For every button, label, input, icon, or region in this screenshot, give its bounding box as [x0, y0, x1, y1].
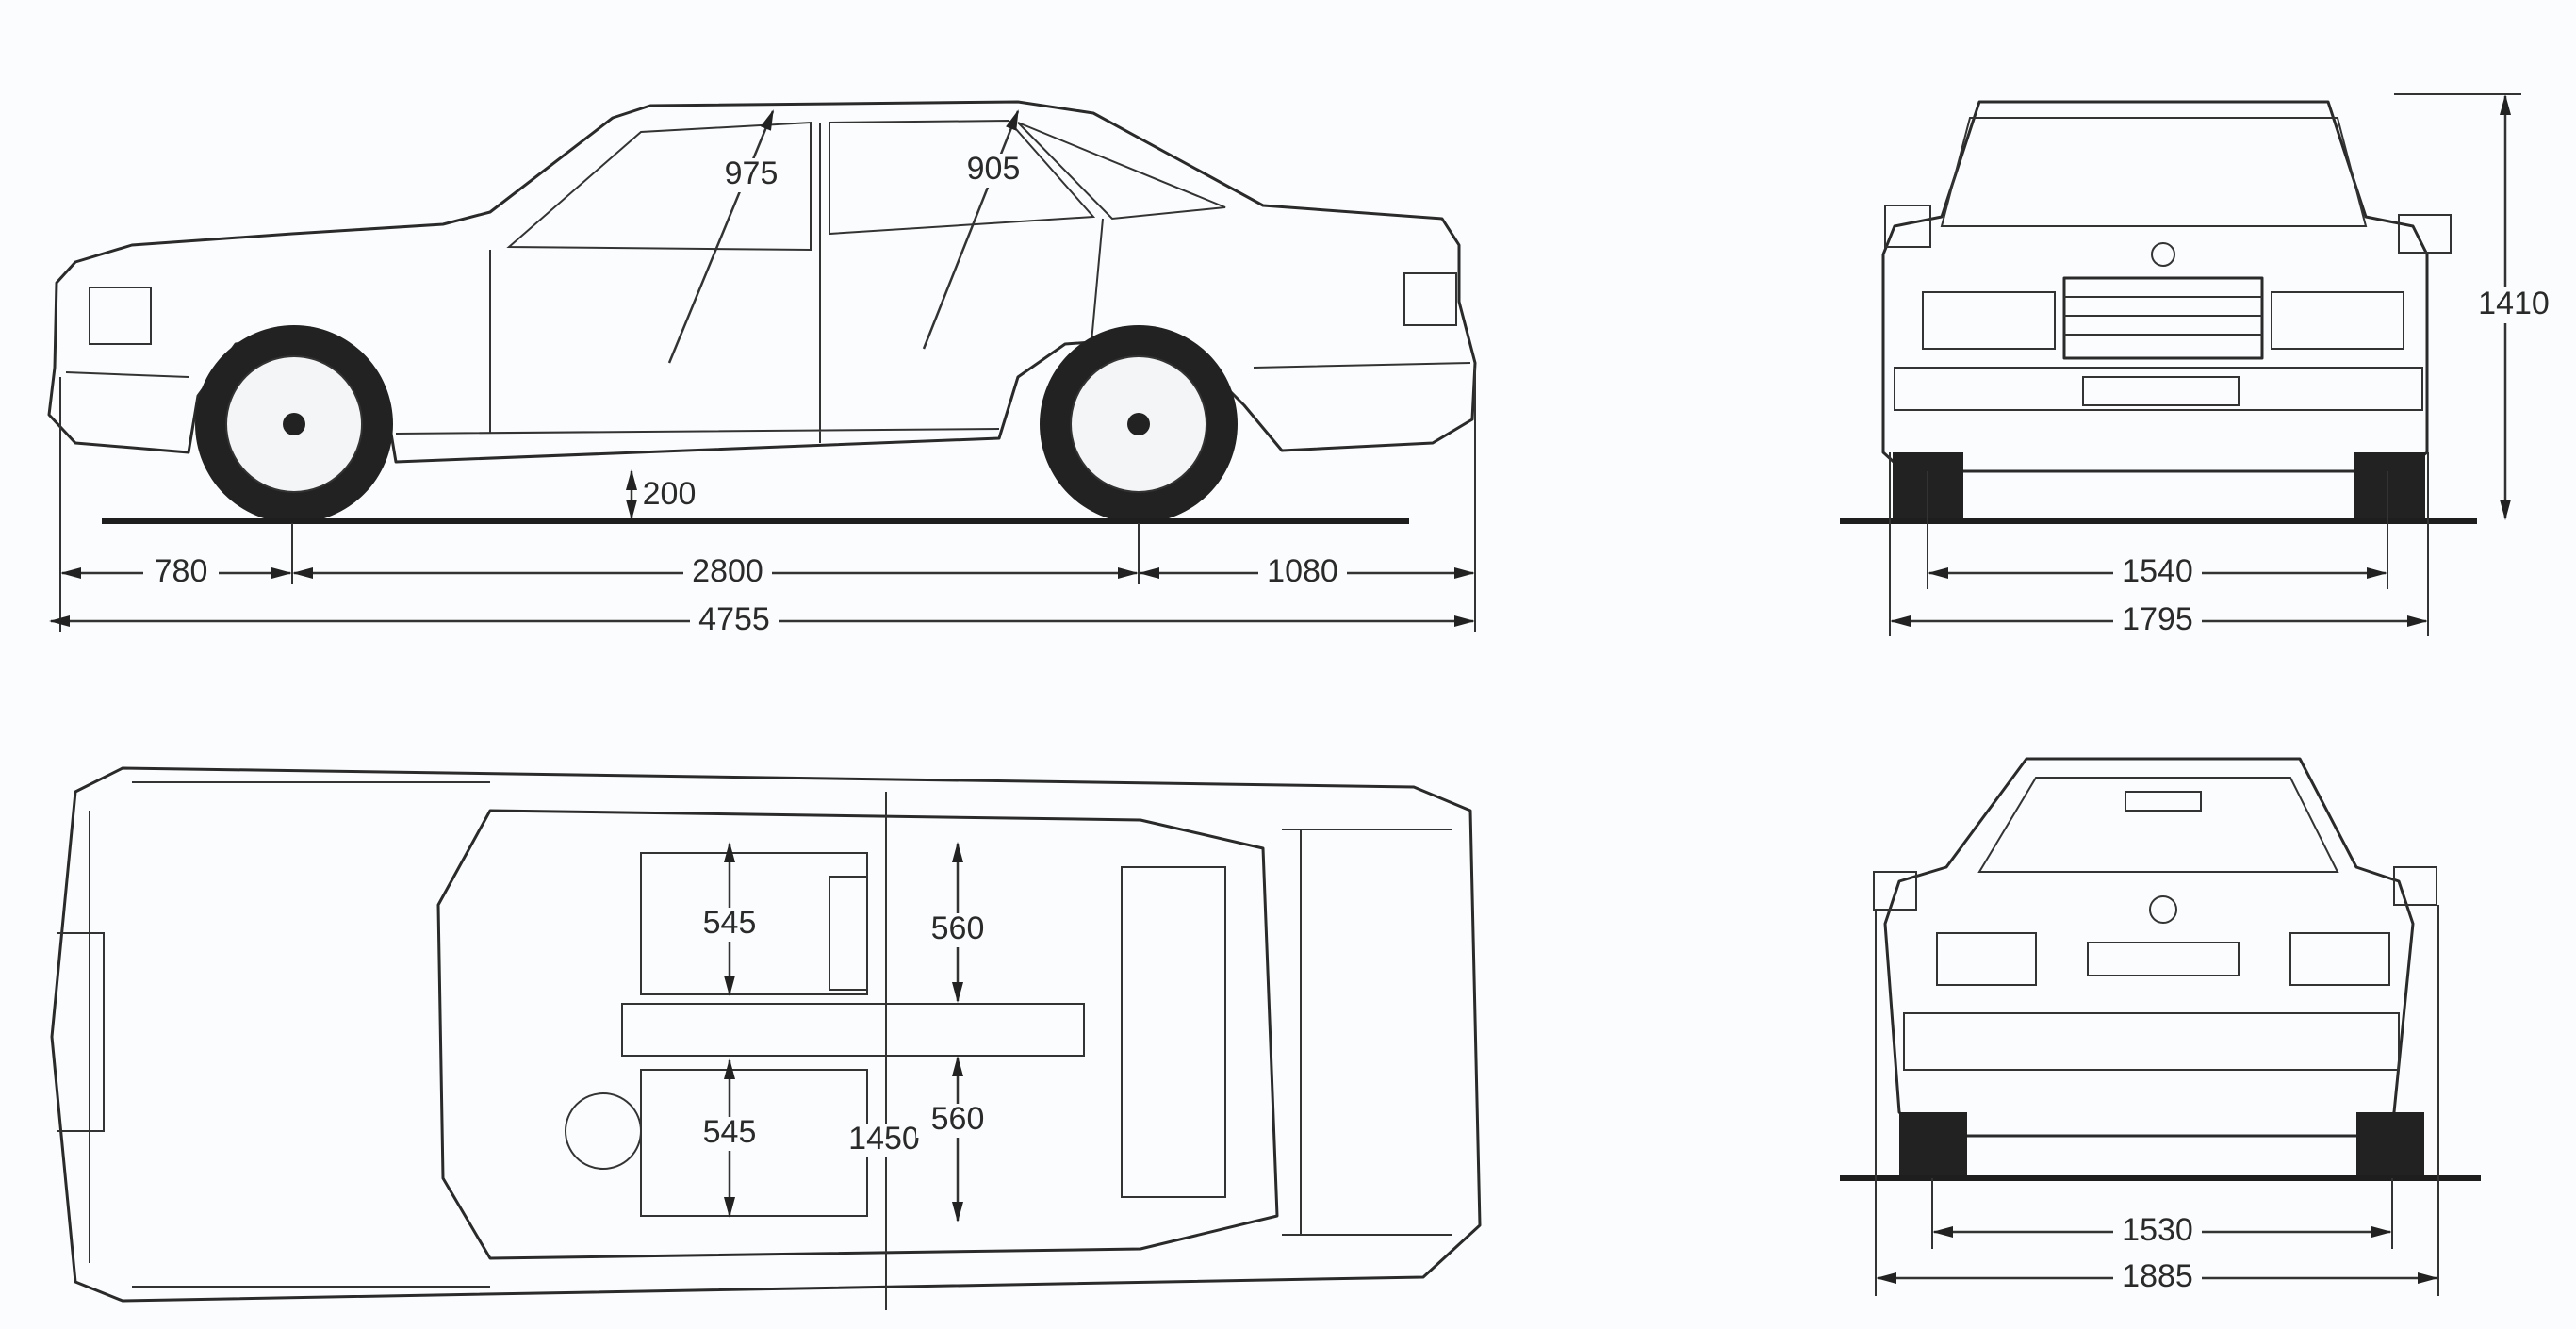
front-view: 1410 1540 1795 [1840, 93, 2554, 638]
top-body-outline [50, 766, 1482, 1303]
rear-track-label: 1530 [2122, 1212, 2193, 1248]
rear-seat-left-label: 560 [931, 911, 985, 946]
side-view: 975 905 200 780 2800 1080 4755 [47, 100, 1477, 638]
rear-seat-right-label: 560 [931, 1101, 985, 1137]
right-headlight [2271, 291, 2404, 350]
front-license-plate [2082, 376, 2240, 406]
front-bumper [1894, 367, 2423, 411]
interior-width-label: 1450 [848, 1121, 920, 1157]
front-headroom-label: 975 [725, 156, 779, 191]
front-extension-lines [1889, 452, 2429, 636]
rear-overhang-label: 1080 [1267, 553, 1338, 589]
side-windows [506, 119, 1226, 252]
taillight [1403, 272, 1457, 326]
rear-bench [1121, 866, 1226, 1198]
rear-window [1977, 777, 2339, 873]
rear-right-tire [2356, 1112, 2424, 1176]
wheelbase-label: 2800 [692, 553, 763, 589]
center-console [621, 1003, 1085, 1057]
front-right-tire [2354, 452, 2425, 520]
front-body-outline [1881, 100, 2429, 473]
front-grille [2062, 276, 2264, 360]
rear-license-plate [2087, 942, 2240, 976]
front-wheel [195, 325, 393, 523]
left-mirror [1884, 205, 1931, 248]
front-seat-left-label: 545 [703, 905, 757, 941]
right-mirror [2398, 214, 2452, 254]
windshield [1940, 117, 2368, 227]
front-track-label: 1540 [2122, 553, 2193, 589]
front-emblem [2151, 242, 2175, 267]
cabin-frame [436, 809, 1279, 1260]
rear-emblem [2149, 895, 2177, 924]
ground-clearance-label: 200 [643, 476, 697, 512]
rear-view: 1530 1885 [1840, 757, 2481, 1296]
rear-left-mirror [1873, 871, 1917, 911]
left-taillight [1936, 932, 2037, 986]
front-seats [640, 852, 868, 1217]
mirror-width-label: 1885 [2122, 1258, 2193, 1294]
rear-right-mirror [2393, 866, 2437, 906]
rear-extension-lines [1875, 905, 2439, 1296]
trunk-lines [1282, 829, 1452, 1236]
rear-body-outline [1883, 757, 2415, 1138]
rear-headroom-arrow [922, 109, 1020, 350]
third-brake-light [2125, 791, 2202, 812]
front-seat-right-label: 545 [703, 1114, 757, 1150]
overall-length-label: 4755 [698, 601, 770, 637]
hood-lines [57, 781, 490, 1288]
steering-wheel [565, 1092, 642, 1170]
rear-wheel [1040, 325, 1238, 523]
body-width-label: 1795 [2122, 601, 2193, 637]
rear-headroom-label: 905 [967, 151, 1021, 187]
grille-slats [2064, 296, 2262, 336]
right-taillight [2289, 932, 2390, 986]
rear-left-tire [1899, 1112, 1967, 1176]
front-overhang-label: 780 [155, 553, 208, 589]
height-label: 1410 [2478, 286, 2550, 321]
front-headroom-arrow [667, 109, 775, 364]
headlight [89, 287, 152, 345]
side-extension-lines [59, 368, 1476, 632]
left-headlight [1922, 291, 2056, 350]
side-door-lines [65, 123, 1471, 443]
rear-bumper [1903, 1012, 2400, 1071]
top-view: 545 560 545 1450 560 [50, 766, 1482, 1310]
